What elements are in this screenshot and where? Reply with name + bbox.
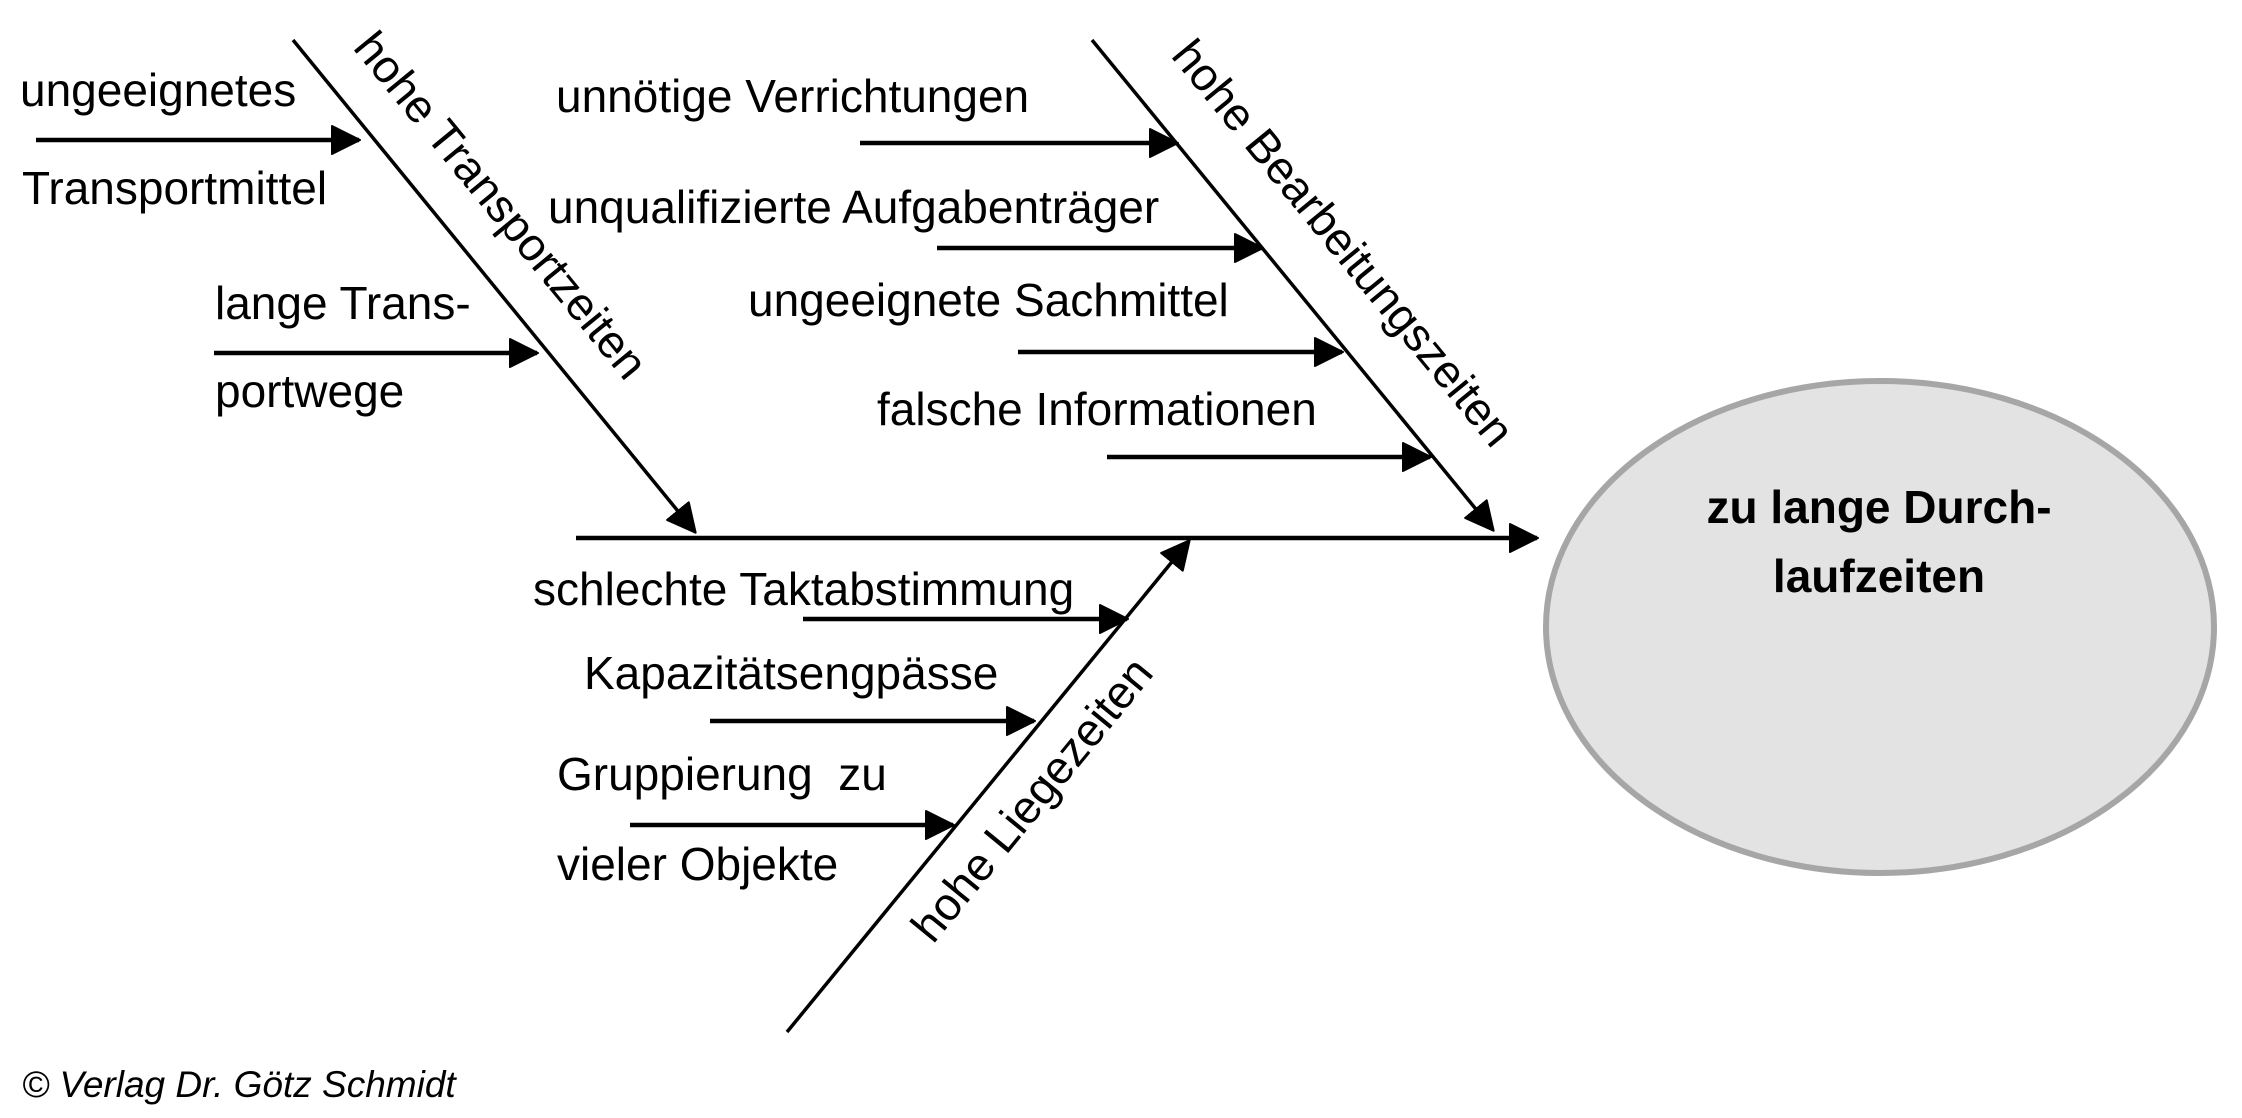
cause-label-line2: Transportmittel bbox=[22, 162, 327, 214]
copyright-notice: © Verlag Dr. Götz Schmidt bbox=[22, 1064, 457, 1105]
cause-label-line1: lange Trans- bbox=[215, 277, 471, 329]
cause-label-line1: ungeeignetes bbox=[20, 64, 296, 116]
effect-label-line1: zu lange Durch- bbox=[1706, 481, 2051, 533]
effect-ellipse bbox=[1543, 378, 2217, 876]
cause-label: unnötige Verrichtungen bbox=[556, 70, 1029, 122]
cause-label: falsche Informationen bbox=[877, 383, 1317, 435]
category-liegezeiten: hohe Liegezeiten schlechte Taktabstimmun… bbox=[533, 539, 1191, 1034]
cause-label-line1: Gruppierung zu bbox=[557, 748, 887, 800]
effect-head: zu lange Durch- laufzeiten bbox=[1543, 378, 2217, 876]
cause-label-line2: vieler Objekte bbox=[557, 838, 838, 890]
cause-label: unqualifizierte Aufgabenträger bbox=[548, 181, 1159, 233]
effect-label-line2: laufzeiten bbox=[1773, 550, 1985, 602]
bone-arrow-transportzeiten bbox=[291, 38, 697, 534]
cause-label: Kapazitätsengpässe bbox=[584, 647, 998, 699]
cause-label: schlechte Taktabstimmung bbox=[533, 563, 1074, 615]
category-bearbeitungszeiten: hohe Bearbeitungszeiten unnötige Verrich… bbox=[548, 29, 1525, 532]
cause-label: ungeeignete Sachmittel bbox=[748, 274, 1229, 326]
cause-label-line2: portwege bbox=[215, 365, 404, 417]
